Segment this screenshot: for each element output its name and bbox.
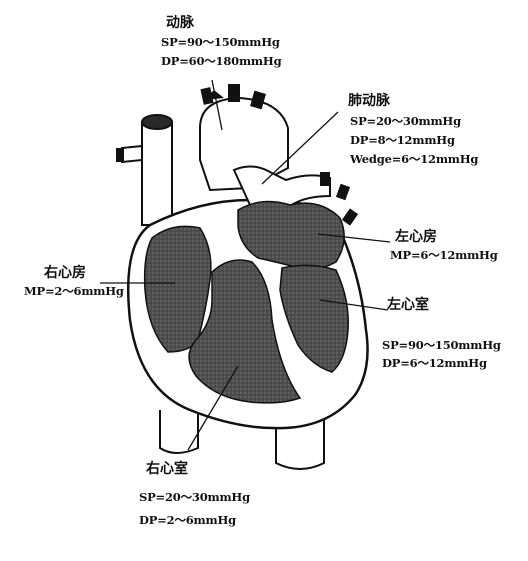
pulmonary-artery-title: 肺动脉 [348,93,390,109]
aorta-title: 动脉 [166,15,194,31]
right-ventricle-sp: SP=20～30mmHg [139,490,250,504]
left-ventricle-chamber [279,264,349,373]
aortic-arch [199,84,289,192]
leader-lines [100,79,391,451]
right-ventricle-chamber [188,259,302,404]
right-atrium-mp: MP=2～6mmHg [24,284,124,298]
left-ventricle-sp: SP=90～150mmHg [382,338,501,352]
left-atrium-leader-line [317,233,391,243]
left-ventricle-dp: DP=6～12mmHg [382,356,487,370]
right-ventricle-leader-line [187,365,239,451]
left-ventricle-title: 左心室 [387,297,429,313]
left-atrium-chamber [237,200,345,270]
inferior-vena-cava [159,410,199,454]
left-atrium-mp: MP=6～12mmHg [390,248,498,262]
pulmonary-artery-leader-line [261,111,339,185]
aorta-leader-line [211,79,223,131]
pulmonary-trunk [232,165,359,226]
left-atrium-title: 左心房 [395,229,437,245]
right-ventricle-dp: DP=2～6mmHg [139,513,237,527]
aorta-dp: DP=60～180mmHg [161,54,282,68]
pulmonary-artery-dp: DP=8～12mmHg [350,133,455,147]
aorta-sp: SP=90～150mmHg [161,35,280,49]
left-ventricle-leader-line [319,299,389,311]
superior-vena-cava [116,114,173,226]
descending-aorta [275,420,325,470]
pulmonary-artery-sp: SP=20～30mmHg [350,114,461,128]
pulmonary-artery-wedge: Wedge=6～12mmHg [350,152,479,166]
right-atrium-title: 右心房 [44,265,86,281]
right-ventricle-title: 右心室 [146,461,188,477]
